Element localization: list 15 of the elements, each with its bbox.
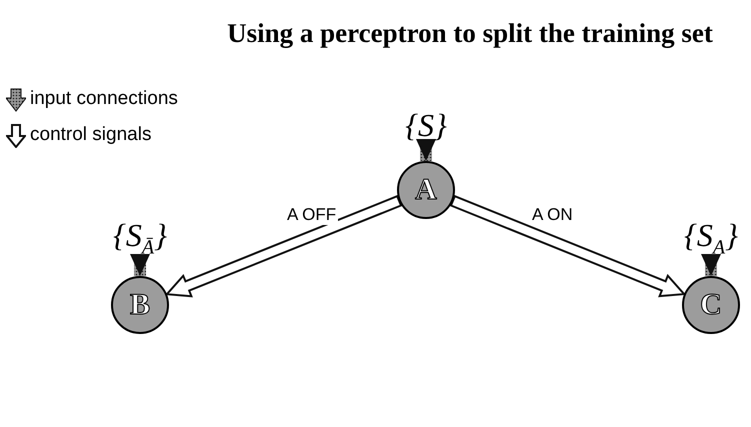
arrow	[450, 194, 686, 298]
training-set-label: {S}	[391, 105, 461, 147]
neuron-label: B	[130, 288, 150, 322]
title: Using a perceptron to split the training set	[226, 18, 714, 49]
neuron-label: C	[700, 288, 722, 322]
legend-text: control signals	[30, 124, 152, 146]
arrow	[130, 254, 150, 276]
arrow	[164, 194, 402, 298]
arrow	[701, 254, 721, 276]
training-set-label: {S$_{Ā}$}	[100, 215, 180, 259]
legend-text: input connections	[30, 88, 178, 110]
arrow	[416, 139, 436, 161]
neuron-label: A	[415, 173, 437, 207]
training-set-label: {S$_{A}$}	[671, 215, 751, 259]
edge-label: A OFF	[285, 205, 338, 225]
